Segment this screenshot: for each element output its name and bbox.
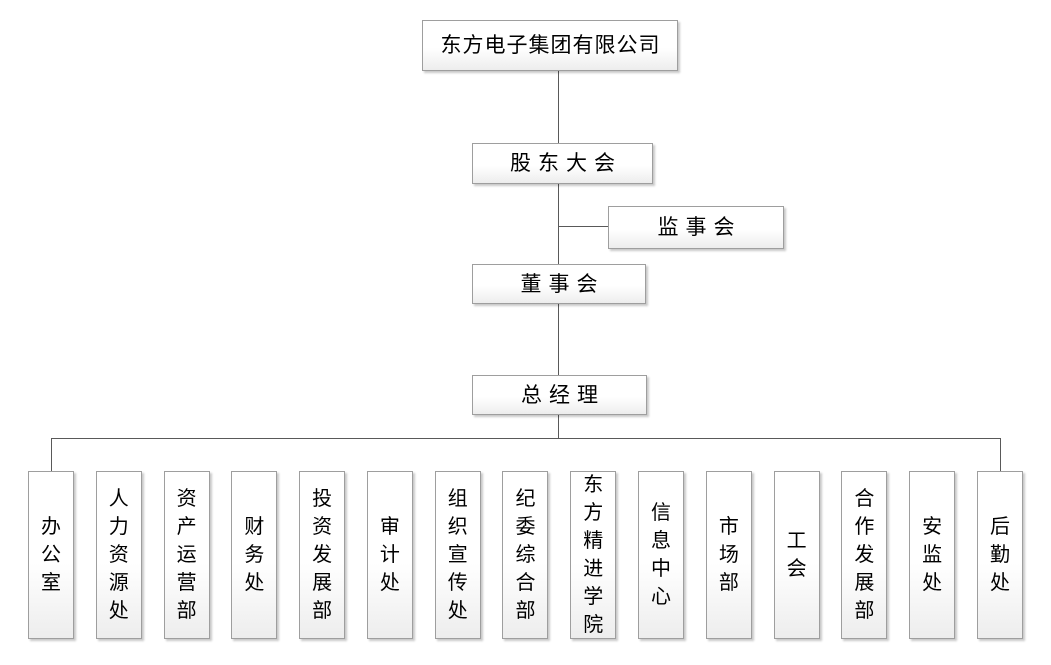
connector-board-to-gm bbox=[558, 304, 559, 375]
org-node-department: 信息中心 bbox=[638, 471, 685, 639]
org-node-department: 组织宣传处 bbox=[434, 471, 481, 639]
org-node-department-label: 市场部 bbox=[718, 516, 739, 594]
org-node-department-label: 信息中心 bbox=[651, 502, 672, 608]
department-row: 办公室 人力资源处 资产运营部 财务处 投资发展部 审计处 组织宣传处 纪委综合… bbox=[28, 471, 1023, 639]
org-node-general-manager: 总经理 bbox=[472, 375, 647, 415]
org-node-department: 投资发展部 bbox=[299, 471, 346, 639]
org-node-board-of-directors-label: 董事会 bbox=[520, 271, 605, 296]
org-node-department-label: 人力资源处 bbox=[108, 488, 129, 622]
org-node-department-label: 资产运营部 bbox=[176, 488, 197, 622]
org-node-department-label: 办公室 bbox=[41, 516, 61, 594]
org-node-department: 资产运营部 bbox=[163, 471, 210, 639]
org-node-department: 纪委综合部 bbox=[502, 471, 549, 639]
org-node-department-label: 组织宣传处 bbox=[447, 488, 468, 622]
org-node-department: 人力资源处 bbox=[95, 471, 142, 639]
org-node-department: 安监处 bbox=[909, 471, 956, 639]
org-node-department-label: 东方精进学院 bbox=[583, 474, 604, 636]
org-node-department: 审计处 bbox=[366, 471, 413, 639]
org-node-department-label: 投资发展部 bbox=[312, 488, 333, 622]
org-node-shareholders-meeting-label: 股东大会 bbox=[510, 151, 622, 175]
org-node-general-manager-label: 总经理 bbox=[521, 382, 605, 407]
org-node-supervisory-board-label: 监事会 bbox=[657, 215, 742, 239]
org-node-shareholders-meeting: 股东大会 bbox=[472, 143, 653, 184]
org-node-department: 办公室 bbox=[28, 471, 74, 639]
org-node-company: 东方电子集团有限公司 bbox=[422, 20, 678, 71]
connector-bus-drop-right bbox=[1000, 438, 1001, 471]
connector-gm-to-bus bbox=[558, 415, 559, 438]
org-node-department: 工会 bbox=[773, 471, 820, 639]
connector-department-bus bbox=[51, 438, 1000, 439]
org-node-department-label: 纪委综合部 bbox=[515, 488, 536, 622]
org-node-department: 合作发展部 bbox=[841, 471, 888, 639]
org-node-department: 财务处 bbox=[231, 471, 278, 639]
connector-bus-drop-left bbox=[51, 438, 52, 471]
org-node-department-label: 财务处 bbox=[244, 516, 265, 594]
org-node-company-label: 东方电子集团有限公司 bbox=[440, 33, 661, 57]
org-node-department: 市场部 bbox=[705, 471, 752, 639]
org-node-supervisory-board: 监事会 bbox=[608, 206, 784, 249]
connector-branch-supervisory bbox=[558, 226, 608, 227]
org-node-department-label: 安监处 bbox=[922, 516, 943, 594]
org-node-board-of-directors: 董事会 bbox=[472, 264, 646, 304]
org-node-department-label: 工会 bbox=[786, 530, 807, 580]
org-node-department-label: 审计处 bbox=[379, 516, 400, 594]
org-node-department-label: 合作发展部 bbox=[854, 488, 875, 622]
connector-shareholders-to-board bbox=[558, 184, 559, 264]
connector-company-to-shareholders bbox=[558, 71, 559, 143]
org-node-department-label: 后勤处 bbox=[989, 516, 1010, 594]
org-node-department: 后勤处 bbox=[976, 471, 1023, 639]
org-node-department: 东方精进学院 bbox=[570, 471, 617, 639]
